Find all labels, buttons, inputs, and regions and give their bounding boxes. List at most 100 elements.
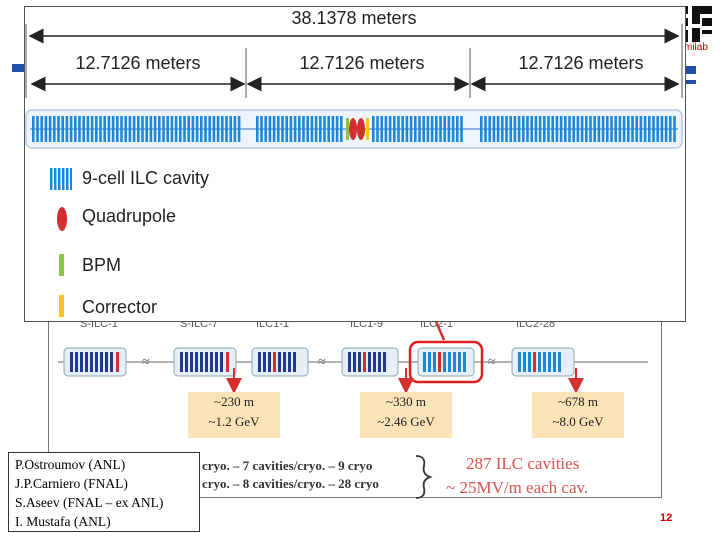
cavity-cell [141, 116, 144, 142]
cavity-cell [48, 116, 52, 142]
callout-energy: ~1.2 GeV [208, 414, 260, 429]
cavity-cell [107, 116, 111, 142]
cavity-cell [580, 116, 584, 142]
authors-box: P.Ostroumov (ANL) J.P.Carniero (FNAL) S.… [8, 452, 200, 532]
cavity-cell [551, 116, 554, 142]
cavity-cell [393, 116, 396, 142]
cavity-cell [57, 116, 60, 142]
cavity-cell [460, 116, 463, 142]
callout-230m: ~230 m ~1.2 GeV [188, 392, 280, 438]
callout-distance: ~330 m [386, 394, 426, 409]
decor-bar-left [12, 64, 24, 72]
cavity-cell [543, 116, 546, 142]
callout-energy: ~8.0 GeV [552, 414, 604, 429]
cryomodule-s-ilc-1 [63, 347, 127, 377]
cavity-cell [372, 116, 375, 142]
cavity-cell [293, 116, 297, 142]
cavity-cell [200, 116, 203, 142]
cavity-cell [484, 116, 487, 142]
decor-bar-right-2 [686, 80, 696, 84]
legend-corrector-label: Corrector [82, 297, 158, 317]
cavity-cell [260, 116, 263, 142]
legend-cavity-label: 9-cell ILC cavity [82, 168, 210, 188]
cavity-cell [174, 116, 178, 142]
cavity-cell [149, 116, 153, 142]
cavity-cell [302, 116, 305, 142]
cryomodule-string [25, 109, 683, 149]
cavity-cell [622, 116, 626, 142]
svg-text:≈: ≈ [142, 355, 150, 370]
cavity-cell [559, 116, 563, 142]
cavity-cell [65, 116, 69, 142]
cavity-cell [388, 116, 392, 142]
author-line: S.Aseev (FNAL – ex ANL) [15, 495, 164, 510]
svg-text:≈: ≈ [318, 355, 326, 370]
cavity-cell [86, 116, 90, 142]
cavity-cell [120, 116, 123, 142]
cavity-cell [256, 116, 259, 142]
cavity-cell [589, 116, 592, 142]
cavity-cell [281, 116, 284, 142]
cavity-cell [669, 116, 672, 142]
cavity-cell [44, 116, 48, 142]
cavity-cell [272, 116, 276, 142]
cavity-cell [538, 116, 542, 142]
cavity-cell [593, 116, 596, 142]
cavity-cell [78, 116, 81, 142]
cavity-cell [264, 116, 267, 142]
svg-text:≈: ≈ [488, 355, 496, 370]
cavity-cell [132, 116, 136, 142]
cavity-cell [447, 116, 451, 142]
segment-length-label-2: 12.7126 meters [299, 53, 425, 73]
cavity-cell [191, 116, 195, 142]
cavity-cell [639, 116, 643, 142]
cavity-cell [183, 116, 186, 142]
cavity-cell [568, 116, 571, 142]
cryomodule-ilc2-28 [511, 347, 575, 377]
page-number: 12 [660, 512, 673, 524]
cavity-cell [409, 116, 413, 142]
cavity-cell [601, 116, 605, 142]
cavity-cell [517, 116, 521, 142]
cavity-cell [285, 116, 288, 142]
cavity-cell [36, 116, 39, 142]
cavity-cell [564, 116, 567, 142]
cryomodule-ilc1-9 [341, 347, 399, 377]
segment-length-label-1: 12.7126 meters [75, 53, 201, 73]
cavity-cell [221, 116, 224, 142]
bpm-marker [346, 118, 349, 140]
cavity-cell [69, 116, 73, 142]
total-length-label: 38.1378 meters [291, 8, 417, 28]
quadrupole-marker [349, 118, 357, 140]
author-line: I. Mustafa (ANL) [15, 514, 111, 529]
cavity-cell [153, 116, 157, 142]
legend-cavity-icon [50, 168, 72, 190]
cavity-cell [513, 116, 517, 142]
quadrupole-marker-2 [357, 118, 365, 140]
cavity-cell [61, 116, 64, 142]
cavity-cell [323, 116, 326, 142]
cavity-cell [405, 116, 409, 142]
curly-brace-icon [415, 455, 433, 499]
cavity-cell [643, 116, 647, 142]
cavity-cell [414, 116, 417, 142]
callout-330m: ~330 m ~2.46 GeV [360, 392, 452, 438]
cryo-info-line-1: cryo. – 7 cavities/cryo. – 9 cryo [202, 458, 373, 473]
cavity-cell [526, 116, 529, 142]
cavity-cell [480, 116, 483, 142]
cavity-cell [289, 116, 293, 142]
cavity-cell [664, 116, 668, 142]
cavity-cell [439, 116, 442, 142]
cavity-cell [179, 116, 182, 142]
cavity-cell [547, 116, 550, 142]
cavity-cell [534, 116, 538, 142]
cavity-cell [137, 116, 140, 142]
cavity-cell [208, 116, 211, 142]
cavity-cell [268, 116, 272, 142]
cavity-cell [237, 116, 241, 142]
cavity-cell [597, 116, 601, 142]
cavity-cell [310, 116, 314, 142]
cavity-cell [397, 116, 400, 142]
cavity-cell [225, 116, 228, 142]
cavity-cell [229, 116, 232, 142]
